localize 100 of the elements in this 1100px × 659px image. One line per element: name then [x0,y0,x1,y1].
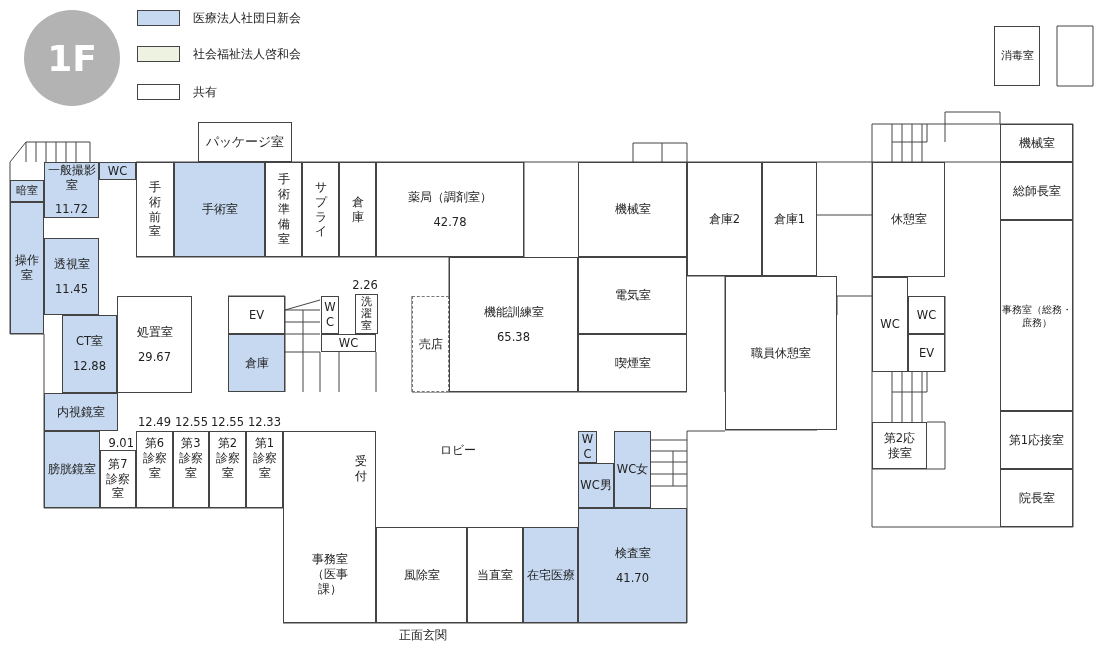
area-label: 12.88 [73,359,106,374]
room-name: 第1診察室 [251,436,278,481]
room [198,122,292,162]
area-label: 12.55 [174,415,209,429]
room [908,296,945,334]
room [136,162,174,257]
room-name: 事務室（医事課） [310,552,349,597]
room-name: WC男 [580,478,612,493]
room [614,431,651,508]
room-name: 倉庫 [244,355,269,371]
room [872,422,927,469]
room-name: 一般撮影室 [46,162,97,193]
room-name: 第6診察室 [141,436,168,481]
room [376,162,524,257]
room-name: 事務室（総務・庶務） [1001,302,1072,329]
room-name: パッケージ室 [206,133,284,151]
room [578,334,687,392]
room [321,334,376,352]
room-name: 洗濯室 [360,295,373,333]
room [100,450,136,508]
room-name: 休憩室 [890,212,927,227]
area-label: ロビー [440,443,476,458]
room-name: 第2応接室 [882,430,917,461]
room-name: 手術室 [201,202,238,217]
room [376,527,467,623]
area-label: 11.72 [55,202,88,218]
room-name: 第7診察室 [105,456,131,502]
room [1000,411,1073,469]
area-label: 12.33 [247,415,282,429]
room [687,162,762,276]
room [762,162,817,276]
legend-label: 社会福祉法人啓和会 [193,47,301,62]
room [99,162,136,180]
room-name: 透視室 [53,256,90,272]
entrance-label: 正面玄関 [399,628,447,643]
room [994,26,1040,86]
room-name: 操作室 [14,253,40,283]
room [578,162,687,257]
room-name: WC [916,307,937,323]
legend-label: 医療法人社団日新会 [193,11,301,26]
room [44,162,99,218]
room-name: 第1応接室 [1008,432,1065,448]
room [173,431,209,508]
room-name: 機能訓練室 [483,304,544,320]
room-name: 薬局（調剤室） [408,189,492,205]
room [283,431,376,527]
room [339,162,376,257]
room-name: WC [581,432,594,462]
room-name: CT室 [75,334,104,349]
room-name: 当直室 [477,567,513,583]
room [321,296,339,334]
room-name: EV [918,345,935,361]
room [44,393,118,431]
room-name: 機械室 [1018,135,1055,151]
room [283,527,376,623]
room [302,162,339,257]
room [1000,162,1073,220]
room [10,202,44,334]
room-name: 第2診察室 [214,436,241,481]
room [578,463,614,508]
room [412,296,449,392]
room-name: 内視鏡室 [57,404,105,420]
room-name: WC [880,317,900,332]
room [174,162,265,257]
room [908,334,945,372]
room [44,238,99,315]
room [209,431,246,508]
room [725,276,837,430]
room [449,257,578,392]
room [265,162,302,257]
area-label: 12.55 [210,415,245,429]
room [578,257,687,334]
room-name: 暗室 [16,183,38,199]
room-name: 風除室 [403,567,440,583]
area-label: 41.70 [616,570,649,586]
room [872,277,908,372]
room [578,508,687,623]
room-name: 総師長室 [1012,183,1061,199]
room [872,162,945,277]
room-name: 倉庫 [350,194,365,225]
room [44,431,100,508]
room-name: 手術準備室 [276,172,291,247]
area-label: 42.78 [433,214,467,230]
room [62,315,117,393]
room [10,180,44,202]
room [1000,469,1073,527]
room-name: WC [107,163,128,179]
room [136,431,173,508]
room-name: EV [248,307,265,323]
room-name: 機械室 [614,202,651,217]
room-name: 第3診察室 [178,436,204,481]
area-label: 11.45 [55,281,88,297]
area-label: 65.38 [497,329,530,345]
room-name: WC [338,335,359,351]
room-name: 売店 [418,336,443,352]
room-name: 検査室 [614,545,651,561]
floor-badge: 1F [24,10,120,106]
area-label: 2.26 [351,278,379,292]
room-name: 在宅医療 [526,567,575,583]
room-name: 電気室 [614,288,651,303]
